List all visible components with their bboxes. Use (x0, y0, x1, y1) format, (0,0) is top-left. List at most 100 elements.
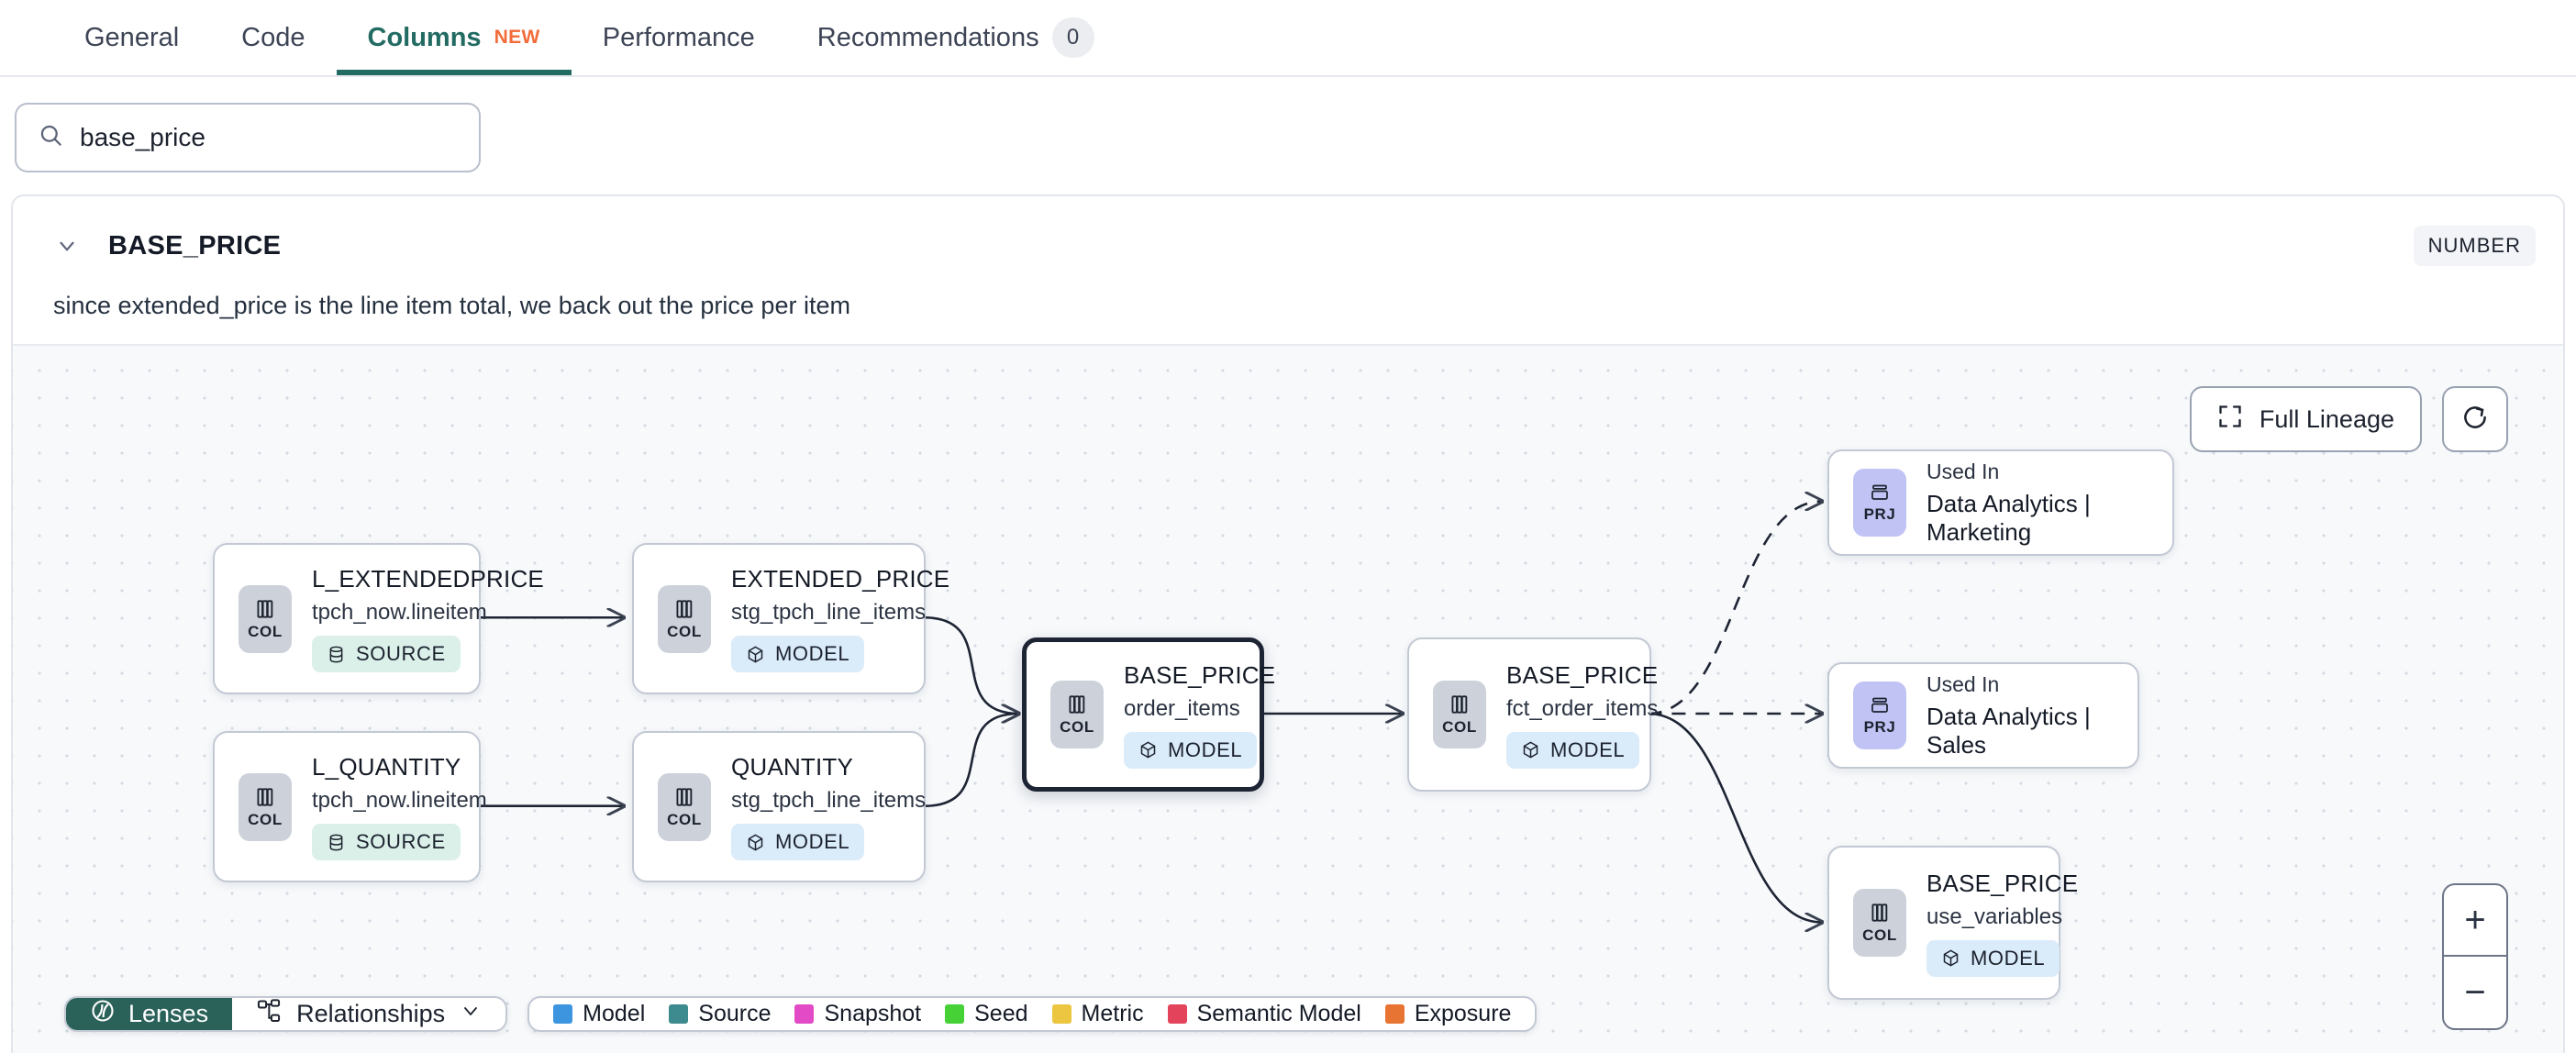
kind-label: COL (667, 810, 702, 828)
node-subtitle: tpch_now.lineitem (312, 788, 487, 813)
materialization-badge: SOURCE (312, 636, 461, 672)
legend-swatch (794, 1004, 815, 1024)
lens-group: Lenses Relationships (64, 996, 508, 1032)
node-subtitle: order_items (1124, 695, 1240, 721)
lenses-button[interactable]: Lenses (66, 998, 233, 1030)
legend-label: Semantic Model (1196, 1001, 1361, 1026)
legend-swatch (945, 1004, 965, 1024)
legend-item-semantic-model: Semantic Model (1167, 1001, 1361, 1027)
col-kind-badge: COL (658, 772, 711, 841)
node-subtitle: use_variables (1926, 903, 2063, 929)
lineage-top-controls: Full Lineage (2189, 386, 2508, 452)
legend-item-source: Source (669, 1001, 771, 1027)
cube-icon (1943, 949, 1959, 967)
column-panel: BASE_PRICE NUMBER since extended_price i… (11, 194, 2565, 1053)
node-body: BASE_PRICE use_variables MODEL (1926, 870, 2078, 977)
zoom-in-button[interactable]: + (2444, 885, 2506, 957)
tab-recommendations[interactable]: Recommendations 0 (786, 0, 1126, 75)
column-description: since extended_price is the line item to… (53, 292, 850, 319)
lineage-node-base-price-use-variables[interactable]: COL BASE_PRICE use_variables MODEL (1827, 846, 2078, 1000)
cube-icon (1140, 741, 1156, 759)
cube-icon (1523, 741, 1538, 759)
relationships-icon (256, 998, 282, 1030)
tab-columns[interactable]: Columns NEW (336, 0, 572, 75)
lineage-node-used-in-sales[interactable]: PRJ Used In Data Analytics | Sales (1827, 662, 2139, 769)
node-subtitle: stg_tpch_line_items (731, 600, 927, 625)
node-body: BASE_PRICE order_items MODEL (1124, 661, 1275, 769)
materialization-label: MODEL (1550, 737, 1626, 761)
zoom-out-button[interactable]: − (2464, 971, 2486, 1013)
database-icon (329, 834, 343, 850)
materialization-badge: MODEL (1926, 939, 2060, 977)
lineage-node-l-extendedprice[interactable]: COL L_EXTENDEDPRICE tpch_now.lineitem SO… (213, 543, 544, 694)
kind-label: COL (248, 622, 283, 640)
materialization-label: SOURCE (356, 642, 446, 665)
node-name: BASE_PRICE (1926, 869, 2079, 897)
expand-icon (2217, 404, 2243, 436)
materialization-badge: SOURCE (312, 824, 461, 860)
lenses-label: Lenses (128, 1000, 209, 1027)
legend: Model Source Snapshot Seed Metric (527, 996, 1538, 1032)
lineage-node-quantity[interactable]: COL QUANTITY stg_tpch_line_items MODEL (632, 731, 926, 882)
lineage-node-used-in-marketing[interactable]: PRJ Used In Data Analytics | Marketing (1827, 449, 2174, 556)
lineage-node-base-price-fct-order-items[interactable]: COL BASE_PRICE fct_order_items MODEL (1407, 637, 1658, 792)
node-name: BASE_PRICE (1124, 660, 1276, 689)
search-icon (39, 123, 63, 152)
kind-label: COL (1060, 718, 1094, 736)
lineage-canvas[interactable]: COL L_EXTENDEDPRICE tpch_now.lineitem SO… (13, 344, 2563, 1053)
tab-bar: General Code Columns NEW Performance Rec… (0, 0, 2576, 77)
lineage-node-extended-price[interactable]: COL EXTENDED_PRICE stg_tpch_line_items M… (632, 543, 949, 694)
search-box[interactable] (15, 103, 481, 172)
node-subtitle: tpch_now.lineitem (312, 600, 487, 625)
legend-label: Exposure (1414, 1001, 1512, 1026)
col-kind-badge: COL (1853, 889, 1906, 957)
materialization-label: SOURCE (356, 830, 446, 853)
prj-kind-badge: PRJ (1853, 682, 1906, 749)
search-input[interactable] (80, 123, 457, 152)
relationships-label: Relationships (296, 1000, 446, 1027)
relationships-dropdown[interactable]: Relationships (232, 998, 505, 1030)
materialization-label: MODEL (1971, 946, 2046, 970)
tab-code[interactable]: Code (210, 0, 336, 75)
tab-general[interactable]: General (53, 0, 210, 75)
node-body: Used In Data Analytics | Sales (1926, 672, 2114, 759)
node-body: Used In Data Analytics | Marketing (1926, 460, 2149, 547)
materialization-badge: MODEL (1124, 731, 1258, 769)
legend-item-seed: Seed (945, 1001, 1028, 1027)
legend-label: Seed (974, 1001, 1028, 1026)
tab-label: Columns (367, 22, 482, 52)
kind-label: PRJ (1863, 505, 1896, 523)
database-icon (329, 646, 343, 662)
kind-label: COL (248, 810, 283, 828)
chevron-down-icon[interactable] (53, 232, 81, 260)
kind-label: COL (1862, 926, 1897, 944)
tab-label: Code (241, 22, 305, 52)
project-icon (1871, 697, 1888, 713)
materialization-badge: MODEL (731, 824, 865, 860)
col-kind-badge: COL (239, 584, 292, 653)
col-kind-badge: COL (1433, 681, 1486, 748)
col-kind-badge: COL (1050, 681, 1104, 748)
legend-label: Source (698, 1001, 772, 1026)
column-type-badge: NUMBER (2413, 226, 2536, 266)
legend-swatch (669, 1004, 689, 1024)
search-area (0, 77, 2576, 194)
node-body: QUANTITY stg_tpch_line_items MODEL (731, 753, 926, 860)
project-icon (1871, 484, 1888, 500)
lineage-node-base-price-order-items[interactable]: COL BASE_PRICE order_items MODEL (1022, 637, 1275, 792)
node-name: L_QUANTITY (312, 753, 461, 781)
full-lineage-button[interactable]: Full Lineage (2189, 386, 2422, 452)
tab-new-badge: NEW (494, 27, 540, 48)
refresh-button[interactable] (2442, 386, 2508, 452)
full-lineage-label: Full Lineage (2259, 405, 2394, 433)
cube-icon (748, 646, 763, 662)
legend-swatch (1051, 1004, 1071, 1024)
lineage-node-l-quantity[interactable]: COL L_QUANTITY tpch_now.lineitem SOURCE (213, 731, 487, 882)
node-name: BASE_PRICE (1506, 660, 1659, 689)
node-name: L_EXTENDEDPRICE (312, 565, 544, 593)
tab-label: Performance (602, 22, 755, 52)
tab-performance[interactable]: Performance (572, 0, 786, 75)
legend-item-model: Model (553, 1001, 645, 1027)
node-subtitle: fct_order_items (1506, 695, 1659, 721)
node-name: EXTENDED_PRICE (731, 565, 950, 593)
